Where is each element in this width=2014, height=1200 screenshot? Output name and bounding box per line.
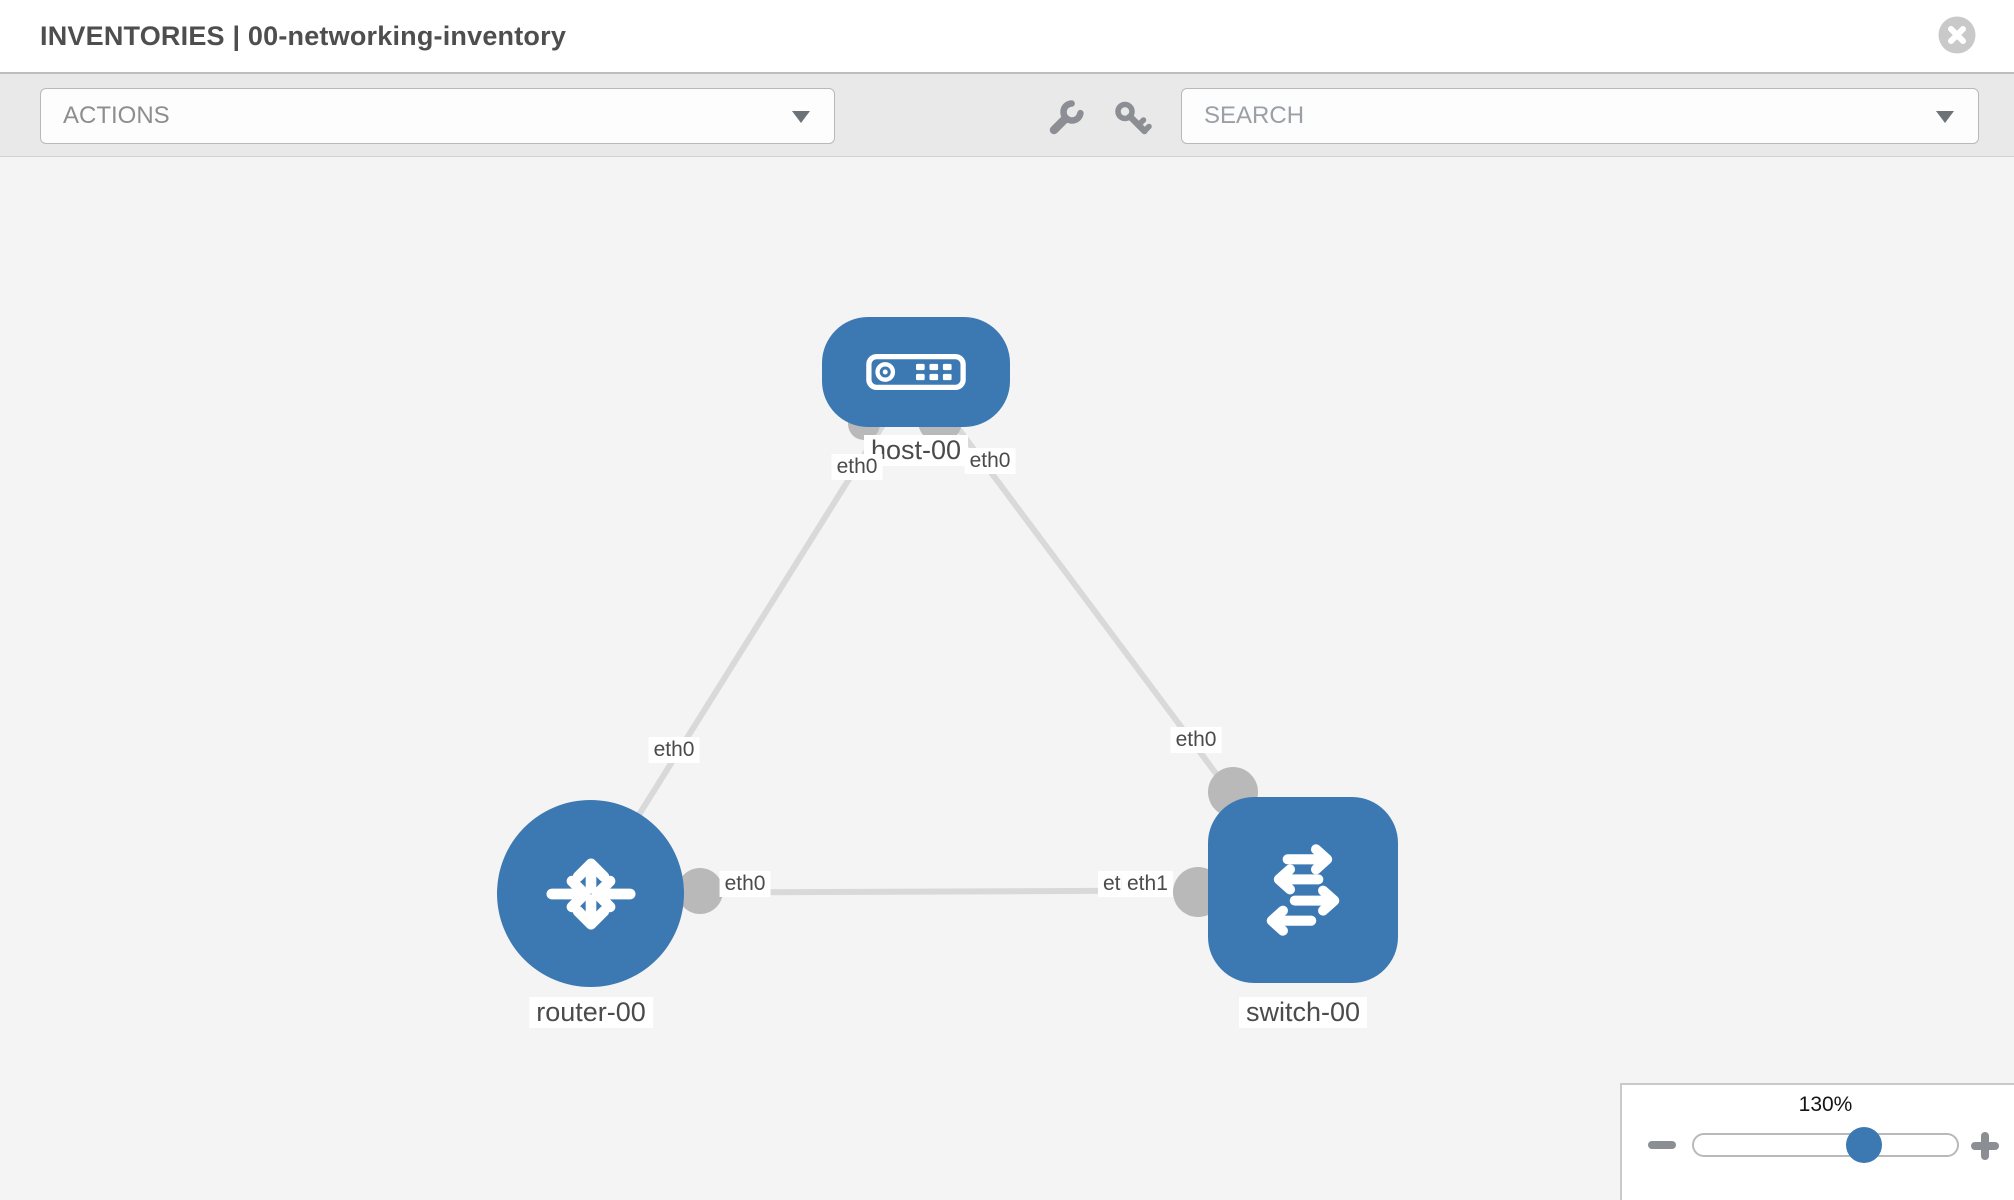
zoom-slider-thumb[interactable] bbox=[1846, 1127, 1882, 1163]
switch-icon bbox=[1266, 844, 1340, 936]
iface-label-host-to-switch: eth0 bbox=[964, 448, 1016, 474]
key-icon bbox=[1115, 101, 1152, 135]
wrench-icon bbox=[1049, 100, 1084, 135]
search-input[interactable] bbox=[1182, 89, 1978, 143]
router-icon bbox=[545, 857, 636, 930]
interface-connectors bbox=[677, 399, 1258, 917]
actions-dropdown-label: ACTIONS bbox=[63, 102, 170, 129]
node-label-host: host-00 bbox=[863, 435, 969, 466]
zoom-in-button plus-icon[interactable] bbox=[1970, 1131, 2000, 1161]
node-host-00[interactable] bbox=[822, 317, 1010, 427]
iface-label-switch-to-router: eth1 bbox=[1122, 871, 1173, 897]
zoom-slider-track[interactable] bbox=[1692, 1133, 1959, 1157]
iface-label-host-to-router: eth0 bbox=[831, 454, 883, 480]
close-button[interactable] bbox=[1938, 16, 1976, 54]
page-title: INVENTORIES | 00-networking-inventory bbox=[40, 21, 567, 51]
zoom-out-button minus-icon[interactable] bbox=[1648, 1141, 1676, 1149]
zoom-level-label: 130% bbox=[1798, 1093, 1853, 1116]
interface-dot bbox=[677, 868, 723, 914]
adhoc-commands-button[interactable] bbox=[1046, 97, 1086, 137]
close-icon bbox=[1938, 16, 1976, 54]
iface-label-router-to-host: eth0 bbox=[648, 737, 700, 763]
chevron-down-icon bbox=[792, 111, 810, 123]
title-bar: INVENTORIES | 00-networking-inventory bbox=[0, 0, 2014, 72]
node-label-router: router-00 bbox=[529, 997, 653, 1028]
host-icon bbox=[866, 353, 966, 391]
node-label-switch: switch-00 bbox=[1238, 997, 1368, 1028]
topology-canvas[interactable]: host-00 router-00 switch-00 eth0 eth0 et… bbox=[0, 157, 2014, 1200]
node-router-00[interactable] bbox=[497, 800, 684, 987]
topology-graph bbox=[587, 370, 1306, 917]
iface-label-router-to-switch: eth0 bbox=[719, 871, 771, 897]
toolbar: ACTIONS bbox=[0, 72, 2014, 157]
chevron-down-icon bbox=[1936, 111, 1954, 123]
node-switch-00[interactable] bbox=[1208, 797, 1398, 983]
iface-label-switch-to-host: eth0 bbox=[1170, 727, 1222, 753]
credentials-button[interactable] bbox=[1112, 99, 1152, 139]
actions-dropdown[interactable]: ACTIONS bbox=[40, 88, 835, 144]
search-dropdown[interactable] bbox=[1181, 88, 1979, 144]
zoom-panel: 130% bbox=[1620, 1083, 2014, 1200]
